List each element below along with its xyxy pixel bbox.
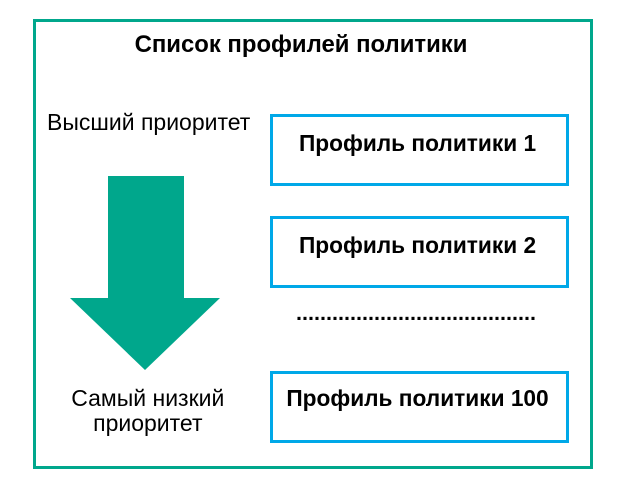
policy-profile-box-2: Профиль политики 2: [270, 216, 569, 288]
policy-profile-box-1: Профиль политики 1: [270, 114, 569, 186]
diagram-title: Список профилей политики: [134, 31, 468, 59]
ellipsis-dots: ........................................: [296, 299, 536, 325]
highest-priority-label: Высший приоритет: [47, 108, 251, 135]
policy-profile-label-1: Профиль политики 1: [298, 129, 537, 156]
lowest-priority-label: Самый низкий приоритет: [71, 385, 225, 436]
policy-profile-label-2: Профиль политики 2: [298, 232, 537, 259]
priority-arrow-down-icon: [70, 176, 220, 370]
policy-profile-box-100: Профиль политики 100: [270, 371, 569, 443]
policy-profile-label-100: Профиль политики 100: [286, 384, 549, 411]
